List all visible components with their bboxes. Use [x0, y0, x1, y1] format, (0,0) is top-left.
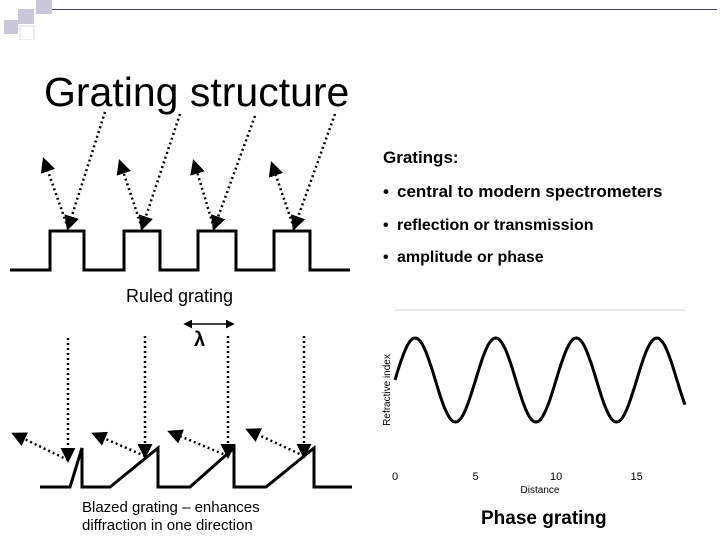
refractive-index-curve: [393, 336, 687, 424]
blazed-label-line: diffraction in one direction: [82, 517, 253, 534]
diffracted-ray: [91, 431, 146, 458]
x-tick-label: 15: [631, 471, 643, 483]
x-tick-label: 0: [392, 471, 398, 483]
x-axis-ticks: 0 5 10 15: [392, 471, 643, 483]
diffracted-ray: [40, 157, 70, 229]
diffracted-ray: [268, 161, 296, 229]
bullet-item: •amplitude or phase: [383, 249, 544, 266]
slide-title: Grating structure: [44, 69, 350, 115]
lambda-symbol: λ: [194, 329, 205, 351]
y-axis-label: Refractive index: [382, 354, 393, 426]
incident-ray: [64, 111, 107, 231]
gratings-heading: Gratings:: [383, 148, 459, 167]
diffracted-ray: [245, 428, 305, 458]
ruled-grating-profile: [10, 229, 350, 272]
phase-grating-label: Phase grating: [481, 508, 607, 529]
x-tick-label: 5: [472, 471, 478, 483]
diffracted-ray: [167, 429, 229, 458]
blazed-grating-profile: [40, 444, 352, 489]
bullet-item: •central to modern spectrometers: [383, 182, 663, 201]
x-axis-label: Distance: [521, 485, 560, 495]
diffracted-ray: [116, 159, 144, 229]
diffracted-ray: [190, 159, 216, 229]
ruled-grating-diagram: [10, 111, 350, 272]
x-tick-label: 10: [550, 471, 562, 483]
diffracted-ray: [11, 432, 69, 462]
incident-ray: [138, 113, 182, 231]
blazed-grating-diagram: λ: [11, 320, 352, 489]
phase-grating-plot: Refractive index 0 5 10 15 Distance: [382, 309, 687, 495]
blazed-label-line: Blazed grating – enhances: [82, 499, 260, 516]
blazed-grating-label: Blazed grating – enhances diffraction in…: [82, 499, 260, 535]
decorative-squares: [4, 0, 717, 40]
incident-ray: [291, 113, 337, 231]
ruled-grating-label: Ruled grating: [126, 286, 234, 306]
bullet-item: •reflection or transmission: [383, 217, 594, 234]
incident-ray: [211, 115, 257, 231]
